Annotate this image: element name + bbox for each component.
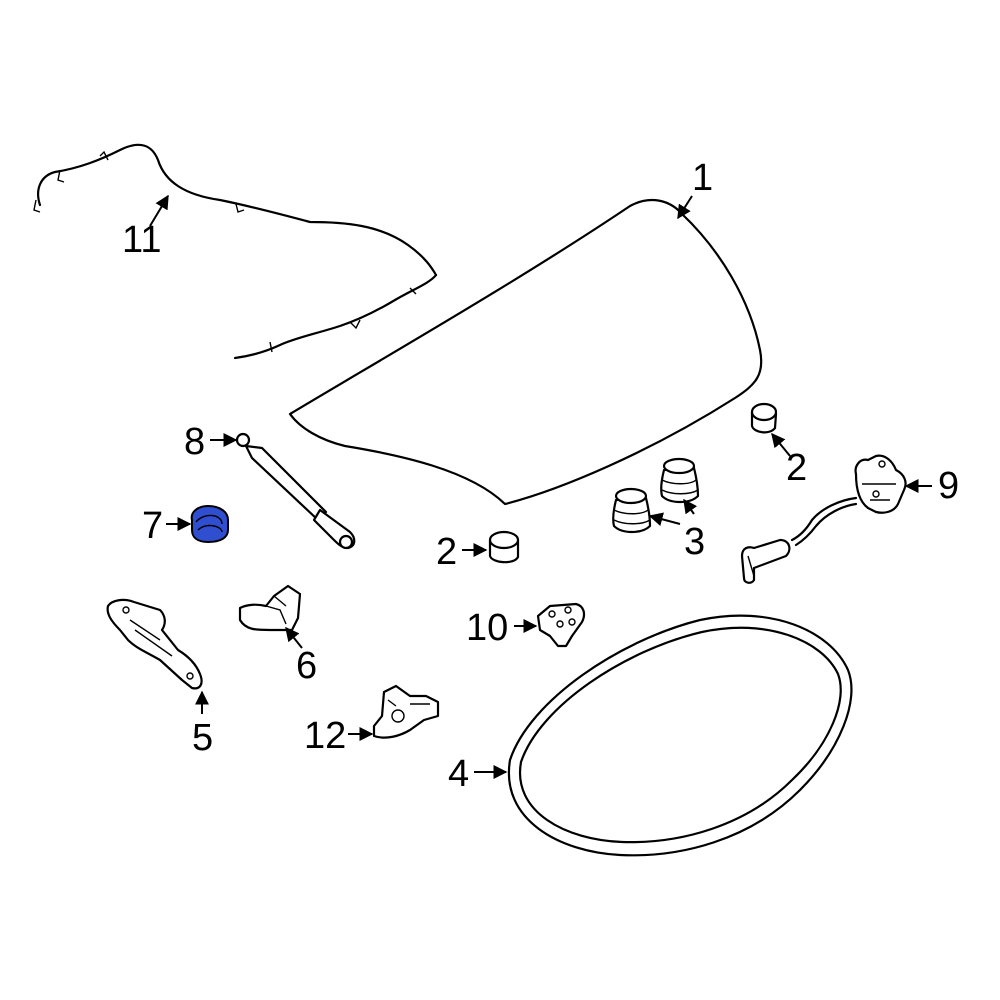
callout-1: 1 bbox=[692, 157, 713, 199]
callout-7: 7 bbox=[142, 505, 163, 547]
latch-assembly-part[interactable] bbox=[740, 454, 907, 584]
bumper-stop-part-lower[interactable] bbox=[488, 530, 520, 564]
wiring-harness-part[interactable] bbox=[33, 143, 438, 360]
leader-lines bbox=[149, 194, 932, 779]
callout-12: 12 bbox=[304, 715, 346, 757]
callout-11: 11 bbox=[122, 219, 161, 261]
callout-4: 4 bbox=[448, 753, 469, 795]
grommet-part-highlighted[interactable] bbox=[190, 504, 229, 544]
callout-10: 10 bbox=[466, 607, 508, 649]
callout-6: 6 bbox=[296, 645, 317, 687]
callout-9: 9 bbox=[938, 465, 959, 507]
weatherstrip-seal-part[interactable] bbox=[507, 614, 853, 857]
callout-3: 3 bbox=[684, 521, 705, 563]
callout-5: 5 bbox=[192, 717, 213, 759]
bump-stop-pair-part[interactable] bbox=[612, 457, 700, 534]
callout-2-upper: 2 bbox=[786, 447, 807, 489]
gas-strut-part[interactable] bbox=[235, 432, 356, 550]
latch-bracket-part[interactable] bbox=[372, 684, 440, 739]
hinge-part[interactable] bbox=[106, 598, 203, 690]
bracket-part[interactable] bbox=[238, 584, 302, 632]
small-bracket-part[interactable] bbox=[536, 602, 586, 648]
callout-8: 8 bbox=[184, 421, 205, 463]
bumper-stop-part-upper[interactable] bbox=[750, 402, 778, 434]
trunk-lid-part[interactable] bbox=[288, 198, 763, 506]
callout-2-lower: 2 bbox=[436, 531, 457, 573]
